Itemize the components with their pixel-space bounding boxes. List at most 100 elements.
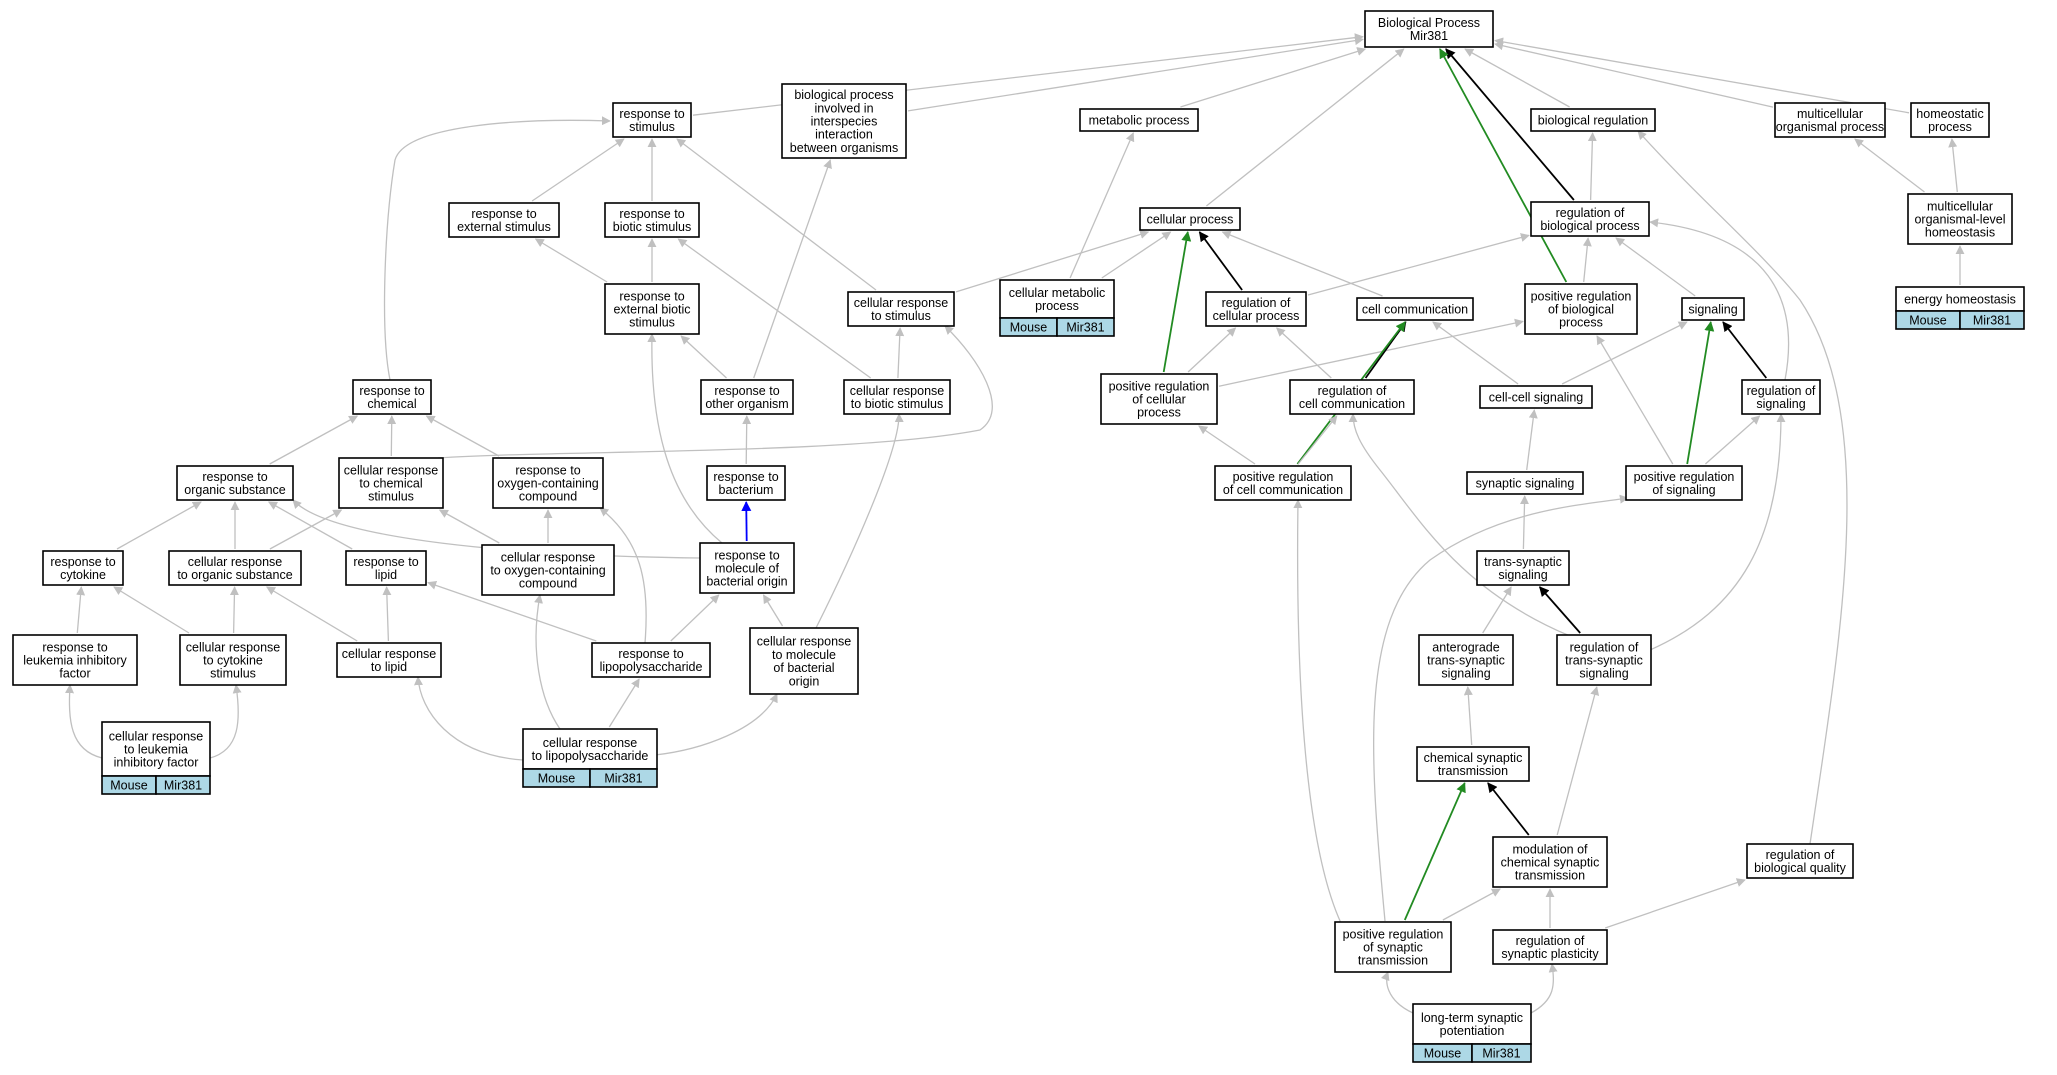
node-label-line: positive regulation xyxy=(1634,470,1735,484)
node-label-line: process xyxy=(1928,120,1972,134)
edge-cellcomm-to-cellproc xyxy=(1221,230,1383,297)
node-label-line: bacterial origin xyxy=(706,575,787,589)
edge-crlipid-to-cros xyxy=(266,586,358,642)
edge-posregcc-to-posregcp xyxy=(1198,425,1256,465)
node-label-line: cell communication xyxy=(1299,397,1405,411)
node-label-line: cellular process xyxy=(1213,309,1300,323)
node-cellproc[interactable]: cellular process xyxy=(1139,207,1241,231)
node-box xyxy=(1895,286,2025,312)
node-label-line: signaling xyxy=(1498,568,1547,582)
node-label-line: to lipopolysaccharide xyxy=(532,749,649,763)
node-label-line: process xyxy=(1559,316,1603,330)
node-cellcomm[interactable]: cell communication xyxy=(1356,297,1474,321)
node-box xyxy=(700,379,794,415)
edge-crlipid-to-rlipid xyxy=(382,586,392,642)
node-box xyxy=(1356,297,1474,321)
node-box xyxy=(345,550,427,586)
node-label-line: energy homeostasis xyxy=(1904,293,2016,307)
node-label-line: cytokine xyxy=(60,568,106,582)
annotation-gene: Mir381 xyxy=(1482,1047,1520,1061)
annotation-gene: Mir381 xyxy=(164,779,202,793)
node-label-line: potentiation xyxy=(1440,1024,1505,1038)
node-label-line: stimulus xyxy=(210,667,256,681)
edge-crcyto-to-rcyto xyxy=(113,586,190,634)
node-label-line: regulation of xyxy=(1747,384,1816,398)
annotation-gene: Mir381 xyxy=(1973,314,2011,328)
node-label-line: cellular response xyxy=(109,729,204,743)
node-box xyxy=(1910,102,1990,138)
edge-rchem-to-rs xyxy=(383,116,611,381)
node-box xyxy=(522,728,658,770)
node-label-line: to lipid xyxy=(371,660,407,674)
node-box xyxy=(1479,385,1593,409)
node-metab[interactable]: metabolic process xyxy=(1079,108,1199,132)
edge-posregcc-to-regcc xyxy=(1297,415,1338,465)
node-label-line: trans-synaptic xyxy=(1484,555,1562,569)
node-bioreg[interactable]: biological regulation xyxy=(1530,108,1656,132)
edge-tss-to-synsig xyxy=(1520,495,1530,550)
edge-roxy-to-rchem xyxy=(425,415,500,457)
node-box xyxy=(352,379,432,415)
node-box xyxy=(699,542,795,594)
node-label-line: organic substance xyxy=(184,483,286,497)
node-synsig[interactable]: synaptic signaling xyxy=(1466,471,1584,495)
edge-posregcp-to-cellproc xyxy=(1162,231,1192,373)
node-label-line: stimulus xyxy=(629,120,675,134)
node-label-line: homeostasis xyxy=(1925,226,1995,240)
node-ccsig[interactable]: cell-cell signaling xyxy=(1479,385,1593,409)
node-label-line: Biological Process xyxy=(1378,16,1480,30)
node-label-line: of signaling xyxy=(1652,483,1715,497)
edge-rmbo-to-rbact xyxy=(741,501,752,542)
node-label-line: response to xyxy=(713,470,778,484)
node-signaling[interactable]: signaling xyxy=(1681,297,1745,321)
